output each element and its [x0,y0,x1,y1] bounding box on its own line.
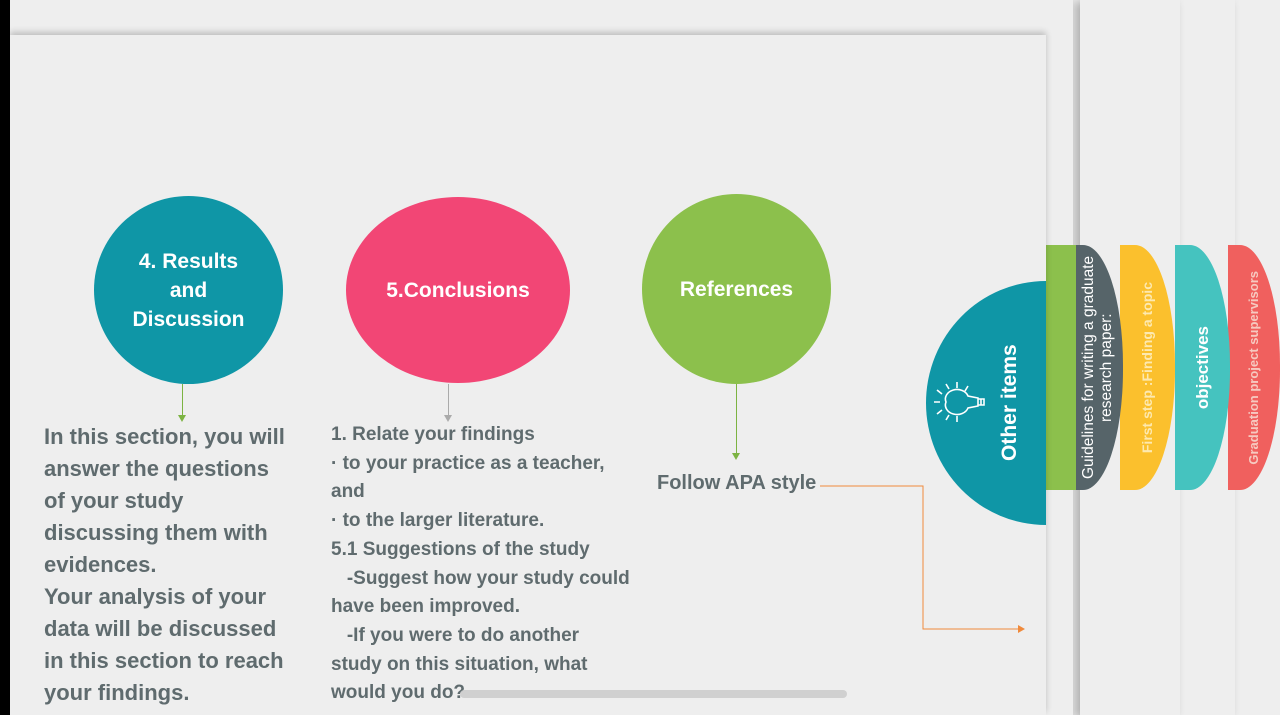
references-title: References [679,277,794,301]
tab-supervisors-label: Graduation project supervisors [1245,270,1261,465]
results-circle: 4. Results and Discussion [94,196,283,384]
arrow-down [178,384,186,422]
results-text: In this section, you will answer the que… [44,424,285,705]
window-edge [0,0,10,715]
tab-first-step-label: First step :Finding a topic [1139,281,1156,454]
tab-objectives-label: objectives [1192,325,1212,410]
tab-green[interactable] [1046,245,1076,490]
arrow-down [732,384,740,460]
lightbulb-icon [934,382,985,422]
references-circle: References [642,194,831,384]
connector-line [820,485,1025,633]
conclusions-circle: 5.Conclusions [346,197,570,383]
arrow-down [444,384,452,422]
tab-guidelines[interactable]: Guidelines for writing a graduate resear… [1073,245,1123,490]
other-items-label: Other items [998,344,1021,461]
conclusions-title: 5.Conclusions [386,278,530,302]
results-title: 4. Results and Discussion [132,249,245,331]
tab-guidelines-label: Guidelines for writing a graduate resear… [1080,255,1115,480]
references-text: Follow APA style [657,472,817,494]
horizontal-scrollbar[interactable] [460,690,847,698]
conclusions-text: 1. Relate your findings · to your practi… [331,424,630,704]
